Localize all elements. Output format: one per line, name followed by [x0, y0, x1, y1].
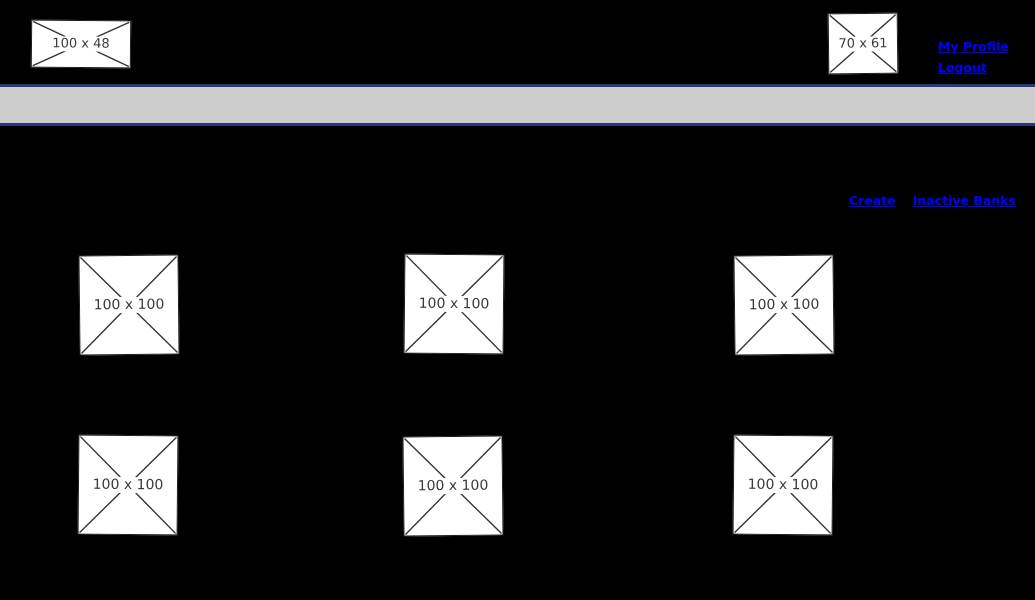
- bank-logo-image[interactable]: 100 x 100: [732, 434, 834, 536]
- placeholder-label: 100 x 100: [744, 476, 822, 494]
- create-link[interactable]: Create: [849, 193, 896, 208]
- placeholder-label: 100 x 100: [90, 296, 168, 314]
- avatar-placeholder-image: 70 x 61: [827, 12, 899, 75]
- navbar: [0, 84, 1035, 126]
- bank-logo-image[interactable]: 100 x 100: [403, 253, 505, 355]
- placeholder-label: 100 x 100: [745, 296, 823, 314]
- my-profile-link[interactable]: My Profile: [938, 39, 1009, 54]
- inactive-banks-link[interactable]: Inactive Banks: [912, 193, 1016, 208]
- placeholder-label: 100 x 100: [89, 476, 167, 494]
- logo-placeholder-label: 100 x 48: [49, 36, 113, 52]
- bank-logo-image[interactable]: 100 x 100: [733, 254, 835, 356]
- placeholder-label: 100 x 100: [414, 477, 492, 495]
- bank-logo-image[interactable]: 100 x 100: [402, 435, 504, 537]
- bank-logo-image[interactable]: 100 x 100: [78, 254, 180, 356]
- action-links: Create Inactive Banks: [849, 193, 1016, 208]
- avatar-placeholder-label: 70 x 61: [835, 35, 891, 52]
- logo-placeholder-image[interactable]: 100 x 48: [30, 19, 132, 69]
- logout-link[interactable]: Logout: [938, 60, 987, 75]
- bank-logo-image[interactable]: 100 x 100: [77, 434, 179, 536]
- placeholder-label: 100 x 100: [415, 295, 493, 313]
